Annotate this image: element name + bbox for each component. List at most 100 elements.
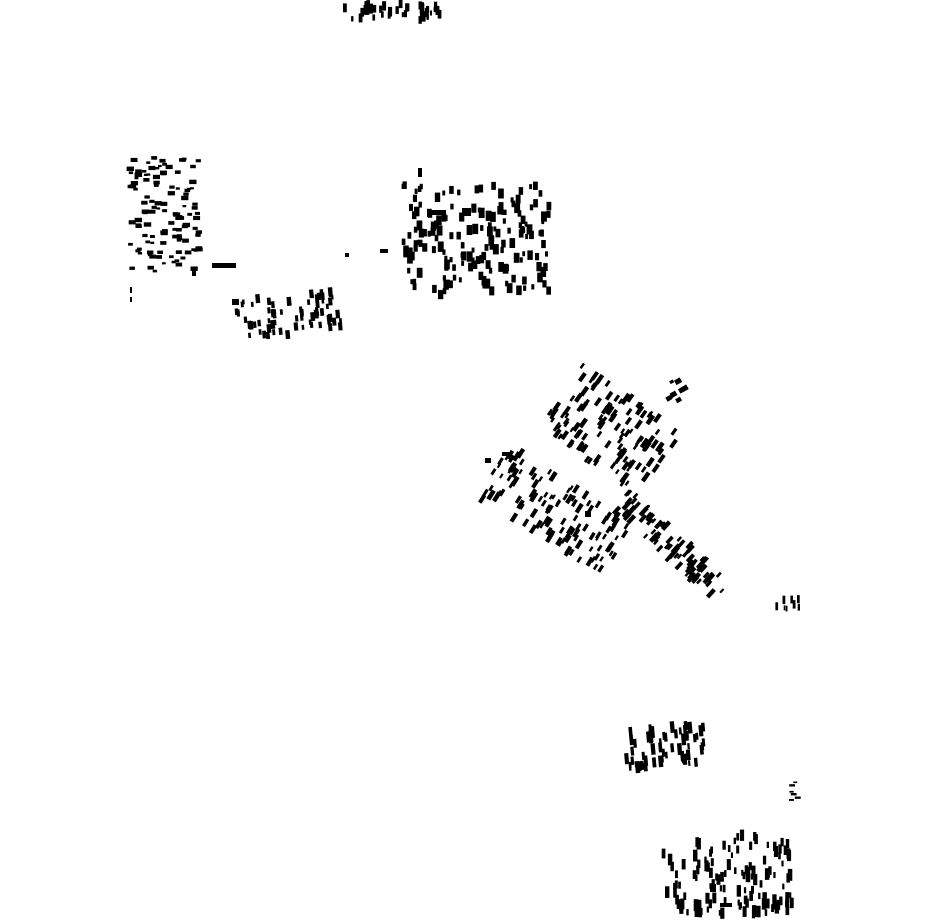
building (504, 454, 510, 461)
building (579, 401, 589, 412)
building (181, 157, 187, 161)
building (743, 887, 747, 894)
building (640, 471, 651, 483)
building (432, 210, 446, 215)
building (152, 269, 158, 273)
building (501, 239, 506, 248)
building (678, 881, 681, 889)
building (151, 205, 157, 209)
building (572, 514, 579, 522)
building (171, 260, 176, 264)
building (158, 164, 162, 168)
building (588, 546, 594, 552)
building (628, 726, 633, 737)
building (605, 405, 615, 416)
building (169, 185, 175, 189)
building (609, 462, 617, 470)
building (129, 184, 137, 189)
building (432, 284, 437, 293)
building (705, 579, 713, 588)
building (162, 262, 166, 265)
building (611, 505, 622, 516)
building (590, 382, 596, 389)
building (267, 318, 271, 324)
building (695, 560, 705, 570)
building (630, 756, 635, 766)
building (585, 556, 595, 567)
building (645, 456, 655, 468)
building (593, 453, 602, 464)
building (654, 428, 661, 436)
building (540, 266, 547, 277)
building (526, 224, 533, 235)
building (144, 195, 150, 199)
building (488, 236, 494, 246)
building (499, 473, 504, 479)
building (797, 603, 800, 611)
building (255, 294, 261, 304)
building (314, 294, 319, 302)
building (368, 3, 373, 14)
building (625, 407, 633, 416)
building (661, 748, 666, 757)
building (184, 188, 191, 193)
building (162, 162, 167, 166)
building (410, 279, 414, 285)
building (566, 487, 572, 494)
building (786, 873, 790, 883)
building (625, 489, 633, 497)
building (490, 211, 496, 222)
building (597, 413, 604, 421)
building (130, 287, 132, 293)
building (715, 873, 718, 881)
building (327, 323, 333, 332)
building (556, 424, 562, 430)
building (531, 478, 540, 489)
building (155, 167, 160, 170)
building (442, 190, 446, 196)
building (174, 259, 180, 263)
building (651, 757, 657, 768)
building (528, 466, 537, 477)
building (530, 472, 538, 481)
building (608, 412, 618, 423)
building (616, 436, 624, 444)
building (448, 280, 453, 289)
building (664, 751, 668, 759)
building (764, 909, 768, 916)
building (781, 860, 784, 867)
building (310, 312, 316, 322)
building (548, 494, 554, 500)
building (681, 859, 686, 870)
building (722, 884, 726, 893)
building (624, 416, 633, 426)
building (594, 373, 605, 385)
building (613, 422, 622, 432)
building (766, 869, 770, 878)
building (514, 202, 521, 214)
building (551, 494, 556, 500)
building (412, 194, 417, 202)
building (516, 499, 525, 510)
building (545, 251, 548, 257)
building (678, 386, 686, 394)
building (630, 746, 635, 756)
building (430, 221, 437, 231)
building (401, 238, 406, 245)
building (552, 424, 560, 432)
building (379, 5, 383, 13)
building (661, 848, 666, 859)
building (522, 251, 526, 257)
building (730, 852, 733, 858)
building (783, 605, 786, 611)
building (632, 738, 637, 748)
building (502, 452, 512, 456)
building (189, 179, 197, 185)
building (160, 171, 167, 176)
building (739, 902, 742, 909)
building (675, 870, 678, 879)
building (620, 428, 626, 434)
building (360, 7, 365, 17)
building (529, 204, 534, 211)
